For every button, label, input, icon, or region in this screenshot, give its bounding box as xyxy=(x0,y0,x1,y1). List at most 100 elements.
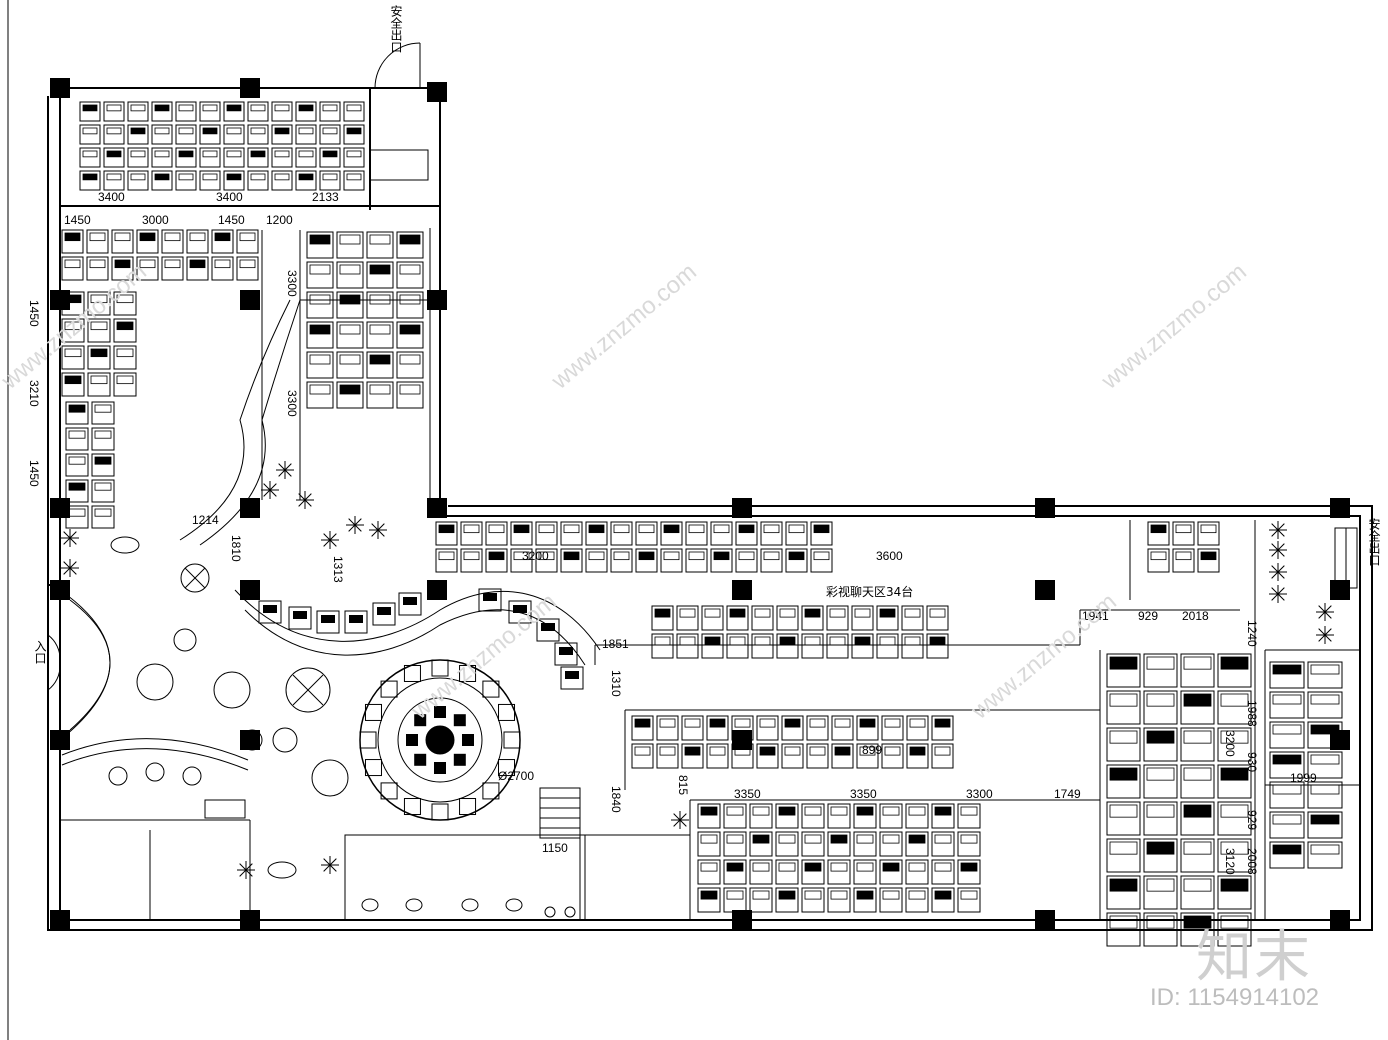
plant xyxy=(261,481,279,499)
bar-stool xyxy=(406,734,418,746)
seat xyxy=(881,743,904,769)
seat xyxy=(1106,727,1141,762)
seat xyxy=(435,548,458,573)
seat xyxy=(710,521,733,546)
seat xyxy=(127,124,149,145)
dim-bot-a: 3350 xyxy=(734,787,761,801)
seat xyxy=(91,401,115,425)
seat xyxy=(585,548,608,573)
seat xyxy=(1180,875,1215,910)
bar-stool xyxy=(462,734,474,746)
entrance-doors xyxy=(47,634,61,691)
seat xyxy=(901,605,924,631)
seat xyxy=(508,600,532,624)
seat xyxy=(403,664,421,682)
seat xyxy=(91,427,115,451)
seat xyxy=(87,345,111,370)
seat xyxy=(247,124,269,145)
seat xyxy=(905,887,929,913)
seat xyxy=(1307,811,1343,839)
structural-columns xyxy=(50,78,1350,930)
seat xyxy=(343,101,365,122)
seat xyxy=(853,859,877,885)
plant xyxy=(346,516,364,534)
column xyxy=(240,730,260,750)
seat xyxy=(319,101,341,122)
seat xyxy=(1106,875,1141,910)
seat xyxy=(366,321,394,349)
seat xyxy=(706,743,729,769)
seat xyxy=(749,887,773,913)
watermark-text-1: www.znzmo.com xyxy=(546,258,702,395)
seat xyxy=(431,659,449,677)
seat xyxy=(271,124,293,145)
seat xyxy=(247,101,269,122)
seat xyxy=(366,381,394,409)
seat xyxy=(61,229,84,254)
seat xyxy=(247,170,269,191)
column xyxy=(1035,580,1055,600)
seat xyxy=(336,291,364,319)
seat xyxy=(1307,661,1343,689)
seat xyxy=(398,592,422,616)
seat xyxy=(87,372,111,397)
seat xyxy=(478,588,502,612)
seat xyxy=(851,633,874,659)
seat xyxy=(151,101,173,122)
seat xyxy=(87,291,111,316)
seat xyxy=(631,743,654,769)
seat xyxy=(295,124,317,145)
column xyxy=(50,498,70,518)
column xyxy=(50,910,70,930)
seat xyxy=(751,633,774,659)
seat xyxy=(364,703,382,721)
seat xyxy=(306,381,334,409)
plant xyxy=(276,461,294,479)
seat xyxy=(223,124,245,145)
seat xyxy=(1180,764,1215,799)
seat xyxy=(931,803,955,829)
seat xyxy=(87,318,111,343)
seat xyxy=(853,887,877,913)
seat xyxy=(61,345,85,370)
seat xyxy=(801,633,824,659)
seat xyxy=(723,859,747,885)
plant xyxy=(61,559,79,577)
seat xyxy=(366,231,394,259)
seat xyxy=(510,548,533,573)
seat xyxy=(810,521,833,546)
seat xyxy=(735,548,758,573)
column xyxy=(50,730,70,750)
seat xyxy=(336,261,364,289)
seat xyxy=(319,170,341,191)
column xyxy=(50,290,70,310)
seat xyxy=(306,261,334,289)
seat xyxy=(103,147,125,168)
partitions xyxy=(60,149,1360,921)
dim-top2-a: 1450 xyxy=(64,213,91,227)
seat xyxy=(781,743,804,769)
seat xyxy=(831,743,854,769)
seat xyxy=(826,633,849,659)
seat xyxy=(660,548,683,573)
dim-misc-j: 1810 xyxy=(229,535,243,562)
seat xyxy=(1147,521,1170,546)
plants xyxy=(61,461,1334,879)
dim-top2-d: 1200 xyxy=(266,213,293,227)
seat xyxy=(879,803,903,829)
seat xyxy=(1180,912,1215,947)
bar-stool xyxy=(434,762,446,774)
seat xyxy=(127,101,149,122)
seat xyxy=(1307,751,1343,779)
seat xyxy=(1217,764,1252,799)
seat xyxy=(853,831,877,857)
seat xyxy=(676,633,699,659)
seat xyxy=(926,605,949,631)
seat xyxy=(1217,727,1252,762)
dim-right-d: 1999 xyxy=(1290,771,1317,785)
seat xyxy=(1269,811,1305,839)
watermark-text-4: www.znzmo.com xyxy=(966,588,1122,725)
seat xyxy=(806,743,829,769)
seat xyxy=(776,605,799,631)
seat xyxy=(459,798,477,816)
